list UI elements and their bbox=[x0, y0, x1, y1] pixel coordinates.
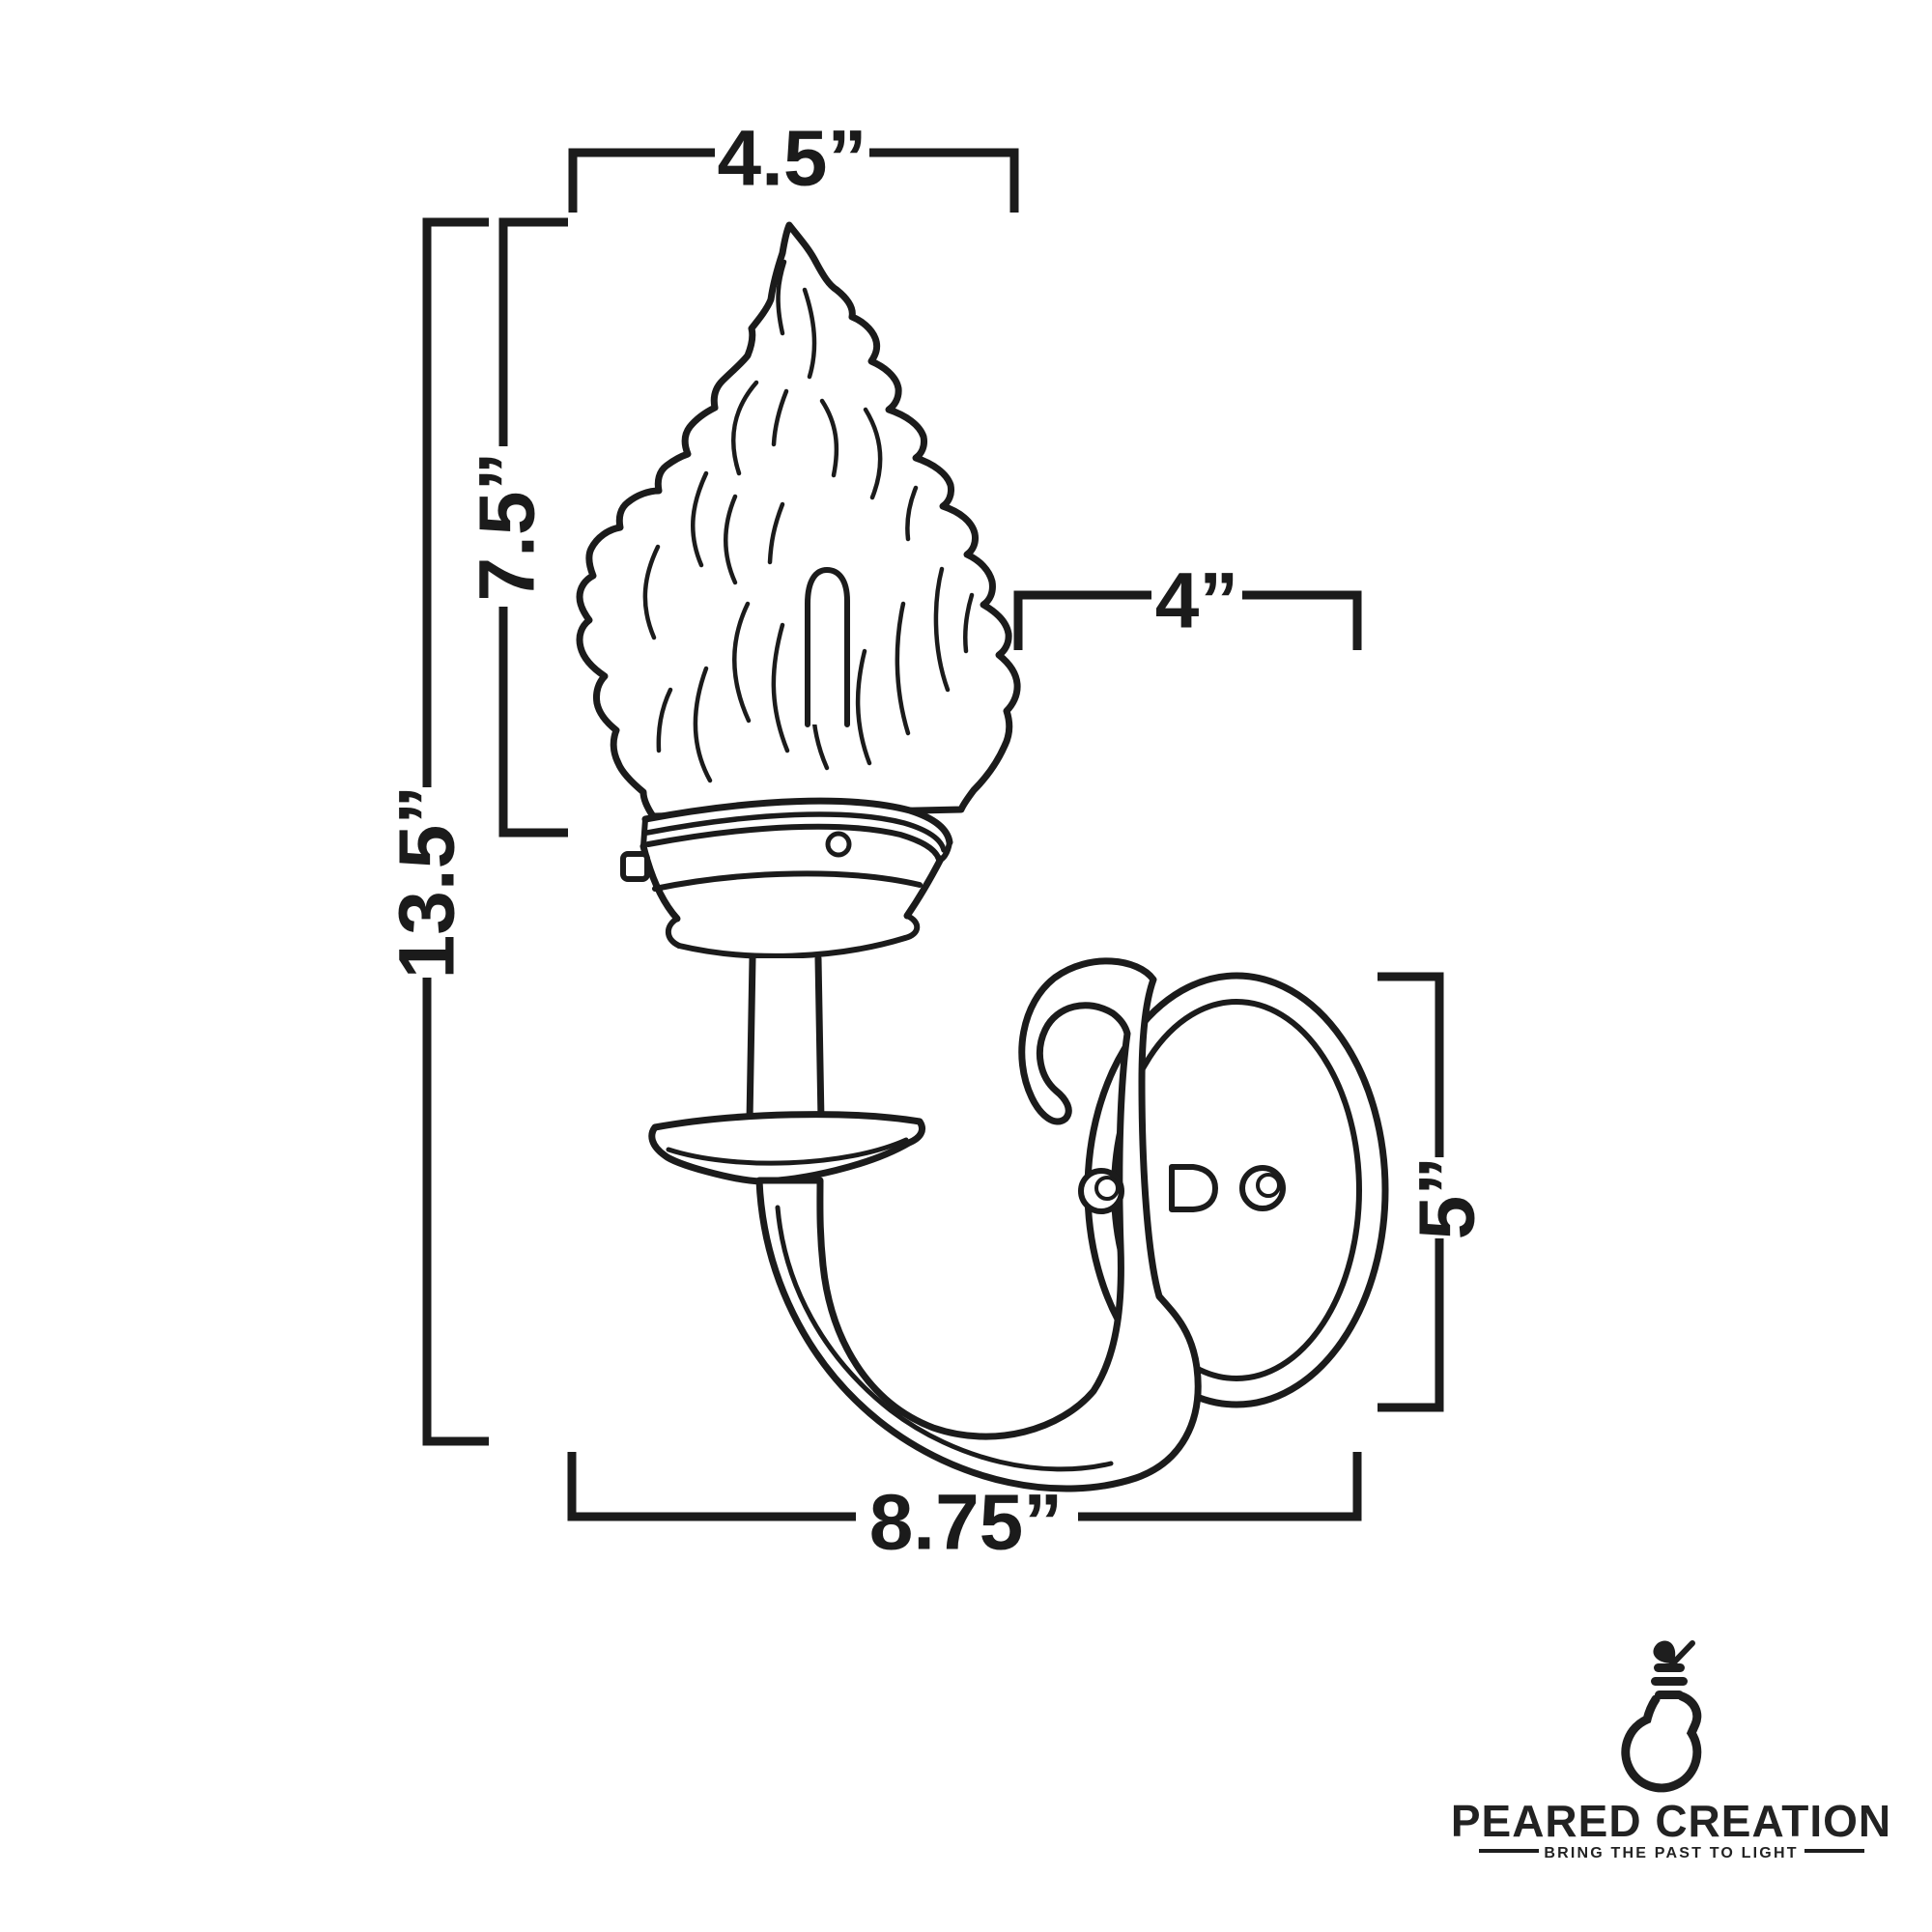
pear-lightbulb-icon bbox=[1621, 1640, 1702, 1793]
sconce-drawing bbox=[576, 221, 1389, 1492]
scroll-arm-inner-line bbox=[775, 1205, 1114, 1472]
fitter-set-screw bbox=[825, 831, 852, 858]
dim-fixture-depth bbox=[567, 1452, 1362, 1521]
fitter-rim-bottom-edge bbox=[645, 823, 942, 863]
dim-label-arm-projection: 4” bbox=[1155, 557, 1239, 645]
scroll-arm bbox=[755, 957, 1202, 1492]
backplate-screw-left bbox=[1078, 1168, 1124, 1214]
dim-fixture-height bbox=[422, 217, 489, 1446]
fitter-rim-top-edge bbox=[641, 797, 953, 846]
candle-stem bbox=[746, 954, 825, 1124]
dim-label-fixture-depth: 8.75” bbox=[869, 1479, 1064, 1567]
backplate-screw-right bbox=[1239, 1165, 1286, 1211]
bobeche-dish bbox=[648, 1111, 925, 1185]
dim-shade-width bbox=[568, 148, 1019, 213]
dimension-callouts bbox=[422, 148, 1444, 1521]
brand-tagline: BRING THE PAST TO LIGHT bbox=[1544, 1845, 1798, 1861]
brand-logo: PEARED CREATION BRING THE PAST TO LIGHT bbox=[1451, 1640, 1891, 1861]
brand-name: PEARED CREATION bbox=[1451, 1796, 1891, 1846]
dim-arm-projection bbox=[1013, 590, 1362, 650]
dim-label-backplate-height: 5” bbox=[1404, 1156, 1492, 1240]
dim-label-shade-height: 7.5” bbox=[464, 452, 552, 602]
backplate-center-tab bbox=[1169, 1164, 1218, 1212]
dim-label-fixture-height: 13.5” bbox=[384, 785, 471, 980]
backplate-hardware bbox=[1078, 1164, 1286, 1214]
flame-shade-outline bbox=[576, 221, 1021, 820]
fitter-side-screw-tab bbox=[620, 851, 650, 882]
shade-fitter bbox=[620, 797, 953, 959]
dim-label-shade-width: 4.5” bbox=[718, 115, 867, 203]
dim-shade-height bbox=[498, 217, 568, 838]
fitter-rim-lip-line bbox=[644, 811, 947, 853]
flame-center-fold bbox=[805, 567, 850, 727]
fitter-seam-line bbox=[652, 870, 923, 892]
dim-backplate-height bbox=[1378, 972, 1444, 1412]
